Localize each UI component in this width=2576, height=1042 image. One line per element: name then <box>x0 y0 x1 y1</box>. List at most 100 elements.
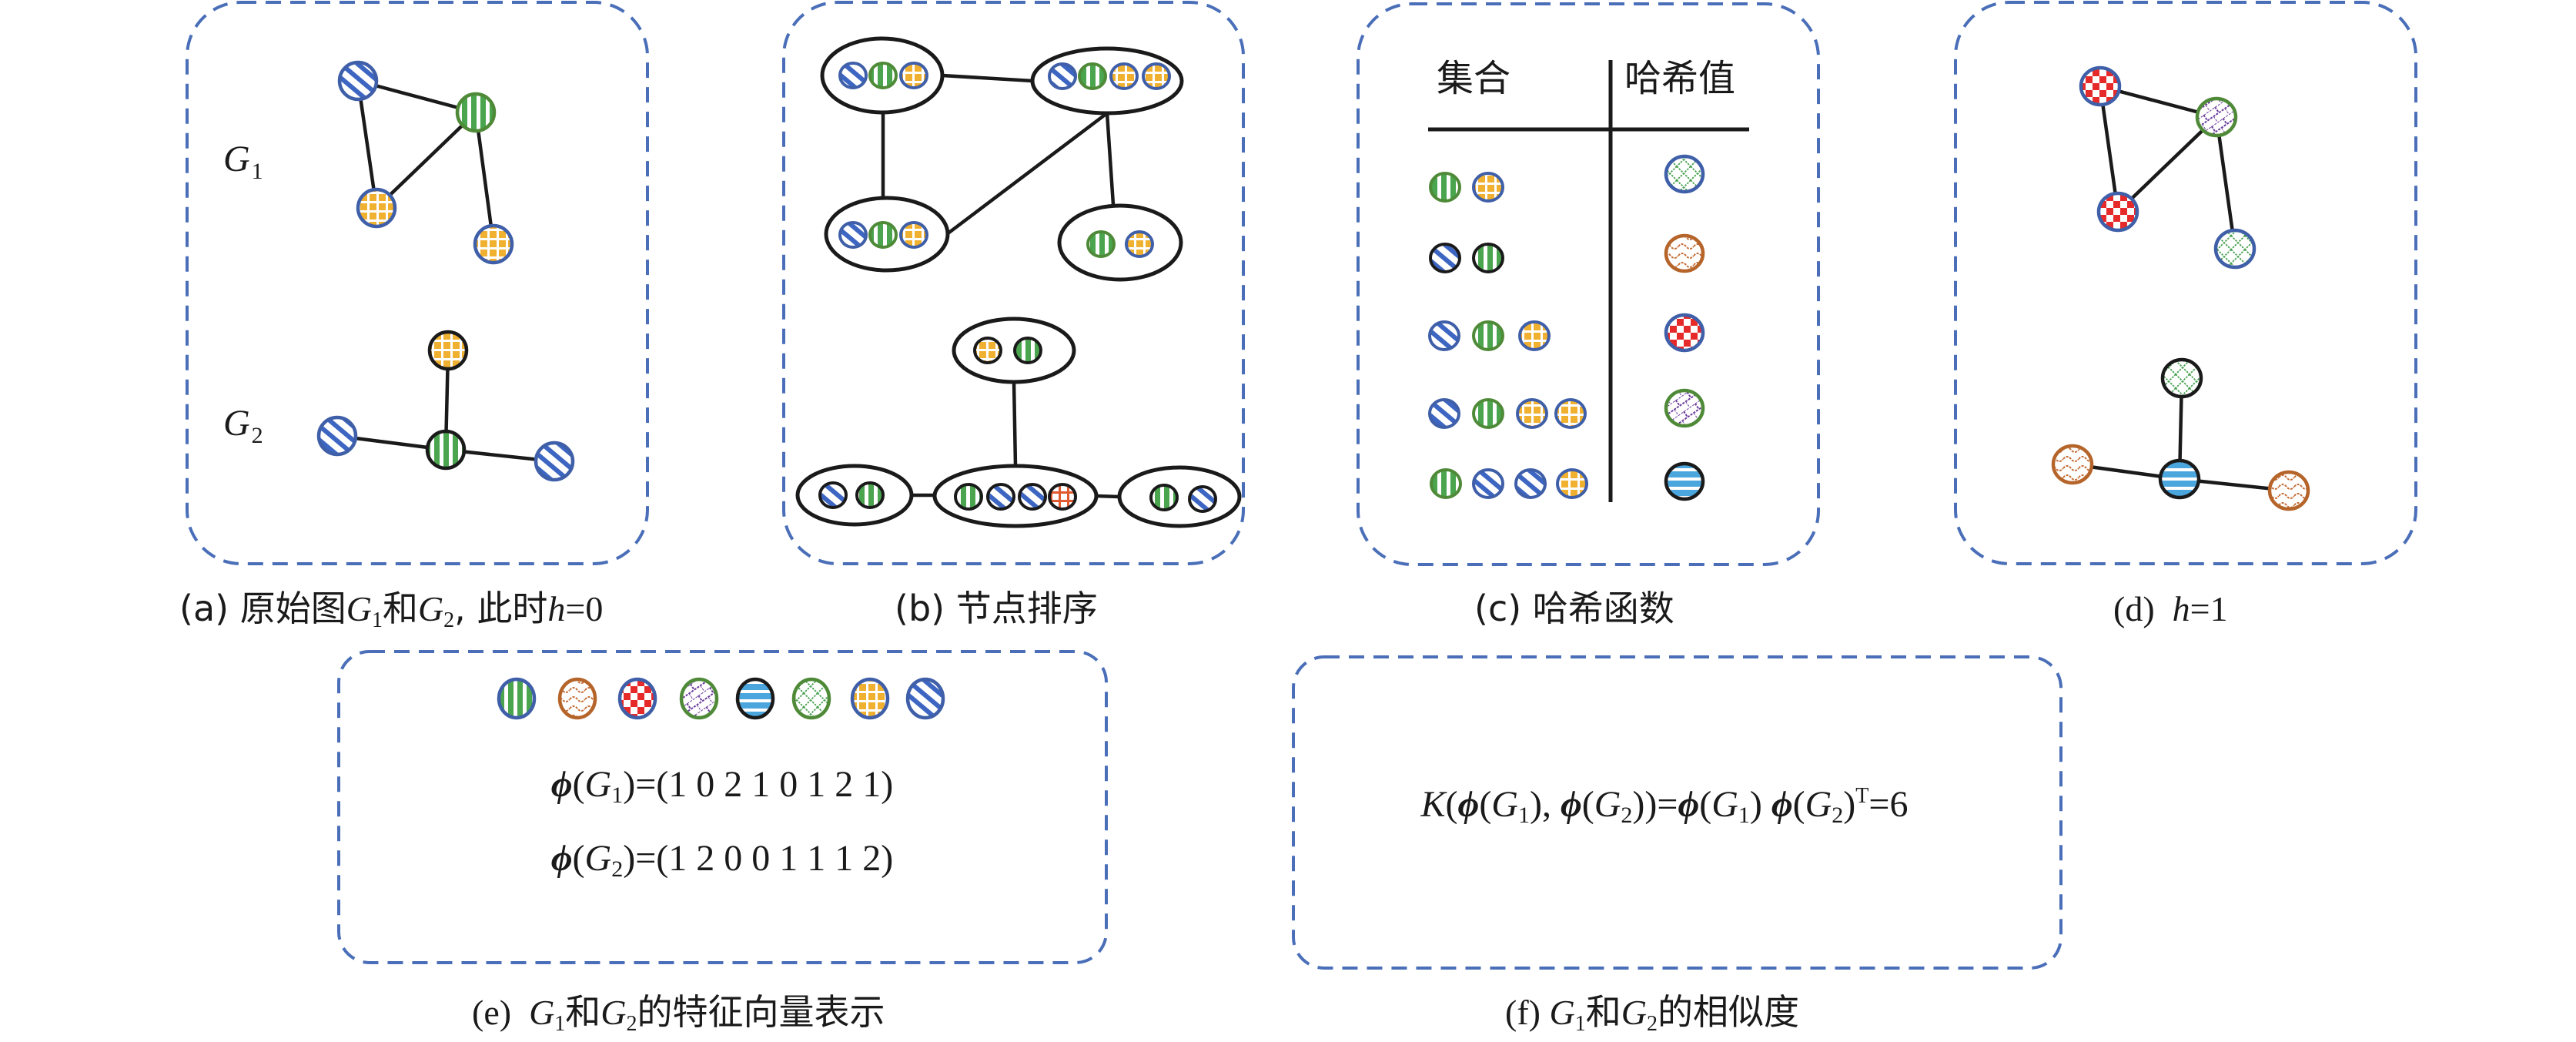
edge <box>357 79 477 115</box>
blue-diagonal-stripes-node-icon <box>986 483 1015 511</box>
yellow-grid-node-icon <box>1125 230 1154 258</box>
panel-a-border <box>186 1 649 565</box>
blue-diagonal-stripes-node-icon <box>316 415 358 457</box>
yellow-grid-node-icon <box>427 330 469 371</box>
header-set: 集合 <box>1437 57 1510 100</box>
caption-d: (d) h=1 <box>2113 589 2228 628</box>
blue-diagonal-stripes-node-icon <box>1429 243 1461 273</box>
phi-g1-vector: ϕ(G1)=(1 0 2 1 0 1 2 1) <box>551 764 893 808</box>
phi-g2-vector: ϕ(G2)=(1 2 0 0 1 1 1 2) <box>551 838 893 882</box>
light-blue-horizontal-stripes-node-icon <box>735 677 775 720</box>
edge <box>356 80 379 209</box>
panel-a-nodes <box>316 60 575 482</box>
panel-d-edges <box>2072 84 2290 493</box>
yellow-grid-node-icon <box>973 337 1002 364</box>
yellow-grid-node-icon <box>899 221 928 249</box>
caption-e: (e) G1和G2的特征向量表示 <box>472 991 885 1036</box>
edge <box>2098 85 2120 213</box>
edge <box>1105 112 1116 206</box>
feature-legend <box>497 677 945 720</box>
panel-d-nodes <box>2051 65 2310 511</box>
yellow-grid-node-icon <box>1142 62 1171 90</box>
caption-b: (b) 节点排序 <box>895 588 1098 629</box>
yellow-grid-node-icon <box>1518 320 1551 351</box>
panel-a-edges <box>336 79 555 464</box>
panel-d <box>2051 65 2310 511</box>
blue-diagonal-stripes-node-icon <box>818 481 848 509</box>
yellow-grid-node-icon <box>1472 172 1504 203</box>
brown-waves-node-icon <box>557 677 597 720</box>
blue-diagonal-stripes-node-icon <box>1428 320 1460 351</box>
g2-label: G2 <box>223 403 263 448</box>
g1-label: G1 <box>223 139 263 184</box>
panel-b-border <box>782 1 1245 565</box>
green-vertical-stripes-node-icon <box>1149 484 1179 511</box>
edge <box>473 112 496 245</box>
panel-b-nodes <box>818 62 1217 513</box>
green-vertical-stripes-node-icon <box>1013 337 1042 364</box>
green-vertical-stripes-node-icon <box>1472 398 1504 429</box>
purple-brick-node-icon <box>1664 388 1705 428</box>
green-vertical-stripes-node-icon <box>1429 172 1461 203</box>
panel-c-border <box>1357 2 1820 566</box>
edge <box>1012 381 1018 467</box>
yellow-grid-node-icon <box>356 187 397 229</box>
green-vertical-stripes-node-icon <box>425 429 467 471</box>
panel-b <box>795 36 1242 528</box>
panel-c: 集合 哈希值 <box>1428 57 1749 502</box>
purple-brick-node-icon <box>2195 96 2238 138</box>
blue-diagonal-stripes-node-icon <box>905 677 945 720</box>
green-lattice-node-icon <box>2213 228 2257 270</box>
blue-diagonal-stripes-node-icon <box>1514 468 1547 499</box>
panel-b-edges <box>881 73 1120 499</box>
green-vertical-stripes-node-icon <box>954 483 983 511</box>
caption-c: (c) 哈希函数 <box>1474 588 1674 629</box>
header-hash: 哈希值 <box>1624 57 1735 100</box>
light-blue-horizontal-stripes-node-icon <box>2158 458 2201 500</box>
red-checkerboard-node-icon <box>1664 313 1705 353</box>
edge <box>2214 116 2237 250</box>
green-lattice-node-icon <box>791 677 831 720</box>
green-vertical-stripes-node-icon <box>868 62 898 89</box>
yellow-grid-node-icon <box>1516 398 1548 429</box>
edge <box>1096 494 1120 499</box>
blue-diagonal-stripes-node-icon <box>1472 468 1504 499</box>
brown-waves-node-icon <box>2267 470 2310 511</box>
blue-diagonal-stripes-node-icon <box>534 441 575 482</box>
panel-f: K(ϕ(G1), ϕ(G2))=ϕ(G1) ϕ(G2)T=6 <box>1420 784 1909 828</box>
blue-diagonal-stripes-node-icon <box>838 221 868 249</box>
brown-waves-node-icon <box>1664 233 1705 273</box>
similarity-formula: K(ϕ(G1), ϕ(G2))=ϕ(G1) ϕ(G2)T=6 <box>1420 784 1909 828</box>
green-vertical-stripes-node-icon <box>1472 243 1504 273</box>
light-blue-horizontal-stripes-node-icon <box>1664 461 1705 501</box>
green-vertical-stripes-node-icon <box>1430 468 1462 499</box>
caption-a: (a) 原始图G1和G2, 此时h=0 <box>179 588 603 632</box>
green-vertical-stripes-node-icon <box>868 221 898 249</box>
red-checkerboard-node-icon <box>2079 65 2122 107</box>
green-vertical-stripes-node-icon <box>455 92 497 133</box>
yellow-grid-node-icon <box>1554 398 1587 429</box>
yellow-grid-node-icon <box>1109 62 1139 90</box>
panel-d-border <box>1954 1 2417 565</box>
yellow-grid-node-icon <box>1556 468 1588 499</box>
panel-e-border <box>337 650 1108 964</box>
green-lattice-node-icon <box>1664 154 1705 194</box>
panel-b-groups <box>795 36 1242 528</box>
group-ellipse <box>795 464 914 527</box>
group-ellipse <box>932 464 1099 528</box>
orange-grid-node-icon <box>1048 483 1077 511</box>
green-vertical-stripes-node-icon <box>1078 62 1107 90</box>
yellow-grid-node-icon <box>899 62 928 89</box>
group-ellipse <box>1057 203 1183 282</box>
caption-f: (f) G1和G2的相似度 <box>1505 991 1799 1036</box>
red-checkerboard-node-icon <box>617 677 657 720</box>
edge <box>375 111 477 209</box>
green-vertical-stripes-node-icon <box>855 481 885 509</box>
panel-f-border <box>1292 655 2062 970</box>
blue-diagonal-stripes-node-icon <box>838 62 868 89</box>
edge <box>2116 116 2218 213</box>
green-vertical-stripes-node-icon <box>497 677 537 720</box>
blue-diagonal-stripes-node-icon <box>1018 483 1047 511</box>
edge <box>942 73 1033 83</box>
